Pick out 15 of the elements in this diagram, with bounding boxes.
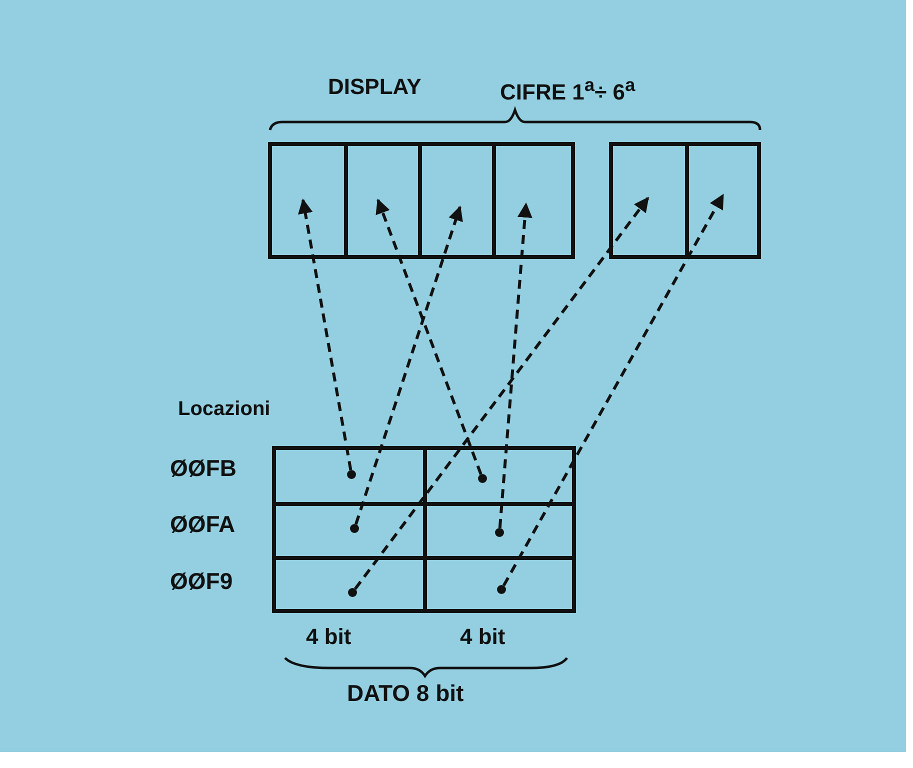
data-width-label: DATO 8 bit <box>347 680 464 707</box>
dashed-arrow <box>502 194 724 586</box>
dashed-arrow <box>298 198 352 470</box>
bit-width-label: 4 bit <box>460 624 506 650</box>
address-label: ØØFB <box>170 455 236 482</box>
digits-heading: CIFRE 1$^{a}$÷ 6$^{a}$ <box>500 74 636 106</box>
display-heading: DISPLAY <box>328 74 422 100</box>
locations-heading: Locazioni <box>178 398 270 421</box>
address-label: ØØFA <box>170 511 236 538</box>
dashed-arrow <box>354 206 463 525</box>
dashed-arrow <box>498 202 532 528</box>
bit-width-label: 4 bit <box>306 624 352 650</box>
address-label: ØØF9 <box>170 568 233 595</box>
dashed-arrow <box>376 198 482 475</box>
dashed-arrow <box>354 196 650 590</box>
